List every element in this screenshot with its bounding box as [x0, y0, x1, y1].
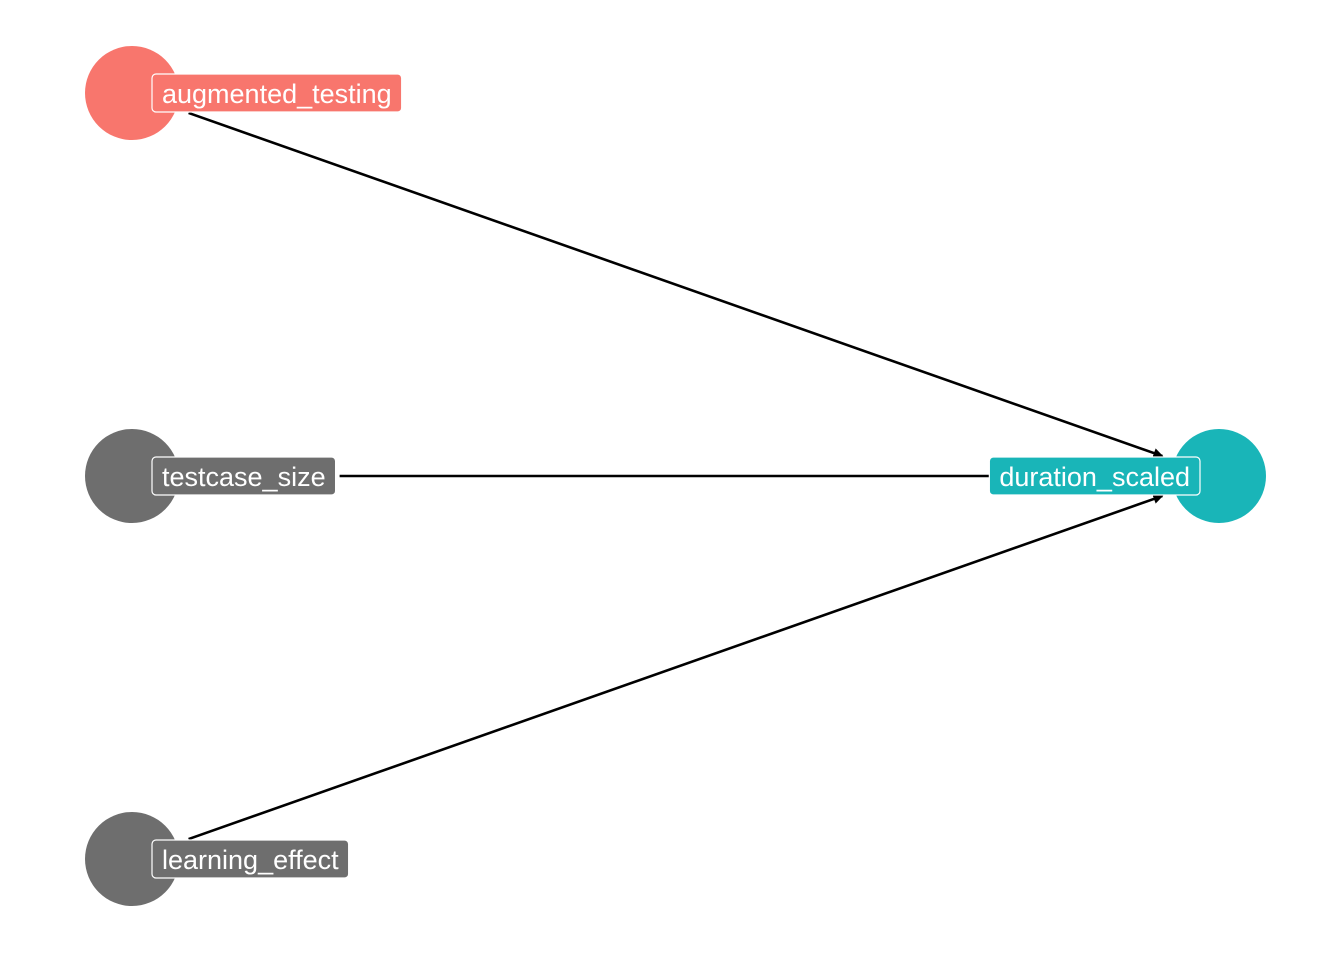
label-augmented-testing: augmented_testing	[151, 73, 403, 113]
label-text: learning_effect	[162, 845, 339, 875]
edge-learning-effect-to-duration-scaled	[188, 494, 1164, 841]
label-box	[151, 839, 350, 879]
edge-augmented-testing-to-duration-scaled	[188, 111, 1164, 458]
node-duration-scaled	[1172, 429, 1266, 523]
label-duration-scaled: duration_scaled	[988, 456, 1201, 496]
label-box	[988, 456, 1201, 496]
label-text: testcase_size	[162, 462, 326, 492]
label-learning-effect: learning_effect	[151, 839, 350, 879]
node-labels: augmented_testing testcase_size learning_e…	[151, 73, 1201, 879]
node-augmented-testing	[85, 46, 179, 140]
label-testcase-size: testcase_size	[151, 456, 337, 496]
node-testcase-size	[85, 429, 179, 523]
label-text: augmented_testing	[162, 79, 392, 109]
label-box	[151, 73, 403, 113]
label-box	[151, 456, 337, 496]
node-circles	[85, 46, 1266, 906]
node-learning-effect	[85, 812, 179, 906]
label-text: duration_scaled	[999, 462, 1190, 492]
